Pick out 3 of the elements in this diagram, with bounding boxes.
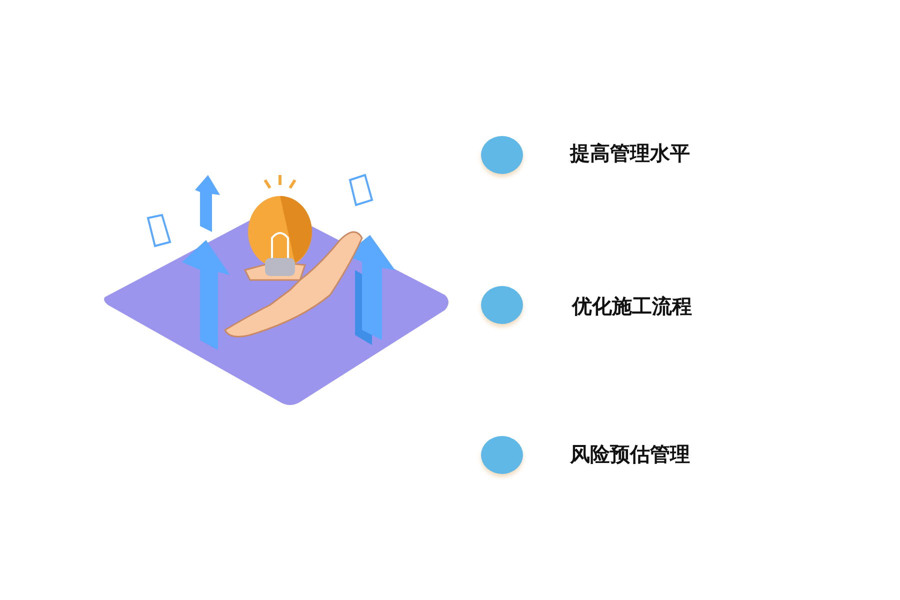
list-item-text: 提高管理水平	[570, 141, 690, 165]
list-item-text: 优化施工流程	[572, 294, 692, 318]
list-item-text: 风险预估管理	[570, 442, 690, 466]
